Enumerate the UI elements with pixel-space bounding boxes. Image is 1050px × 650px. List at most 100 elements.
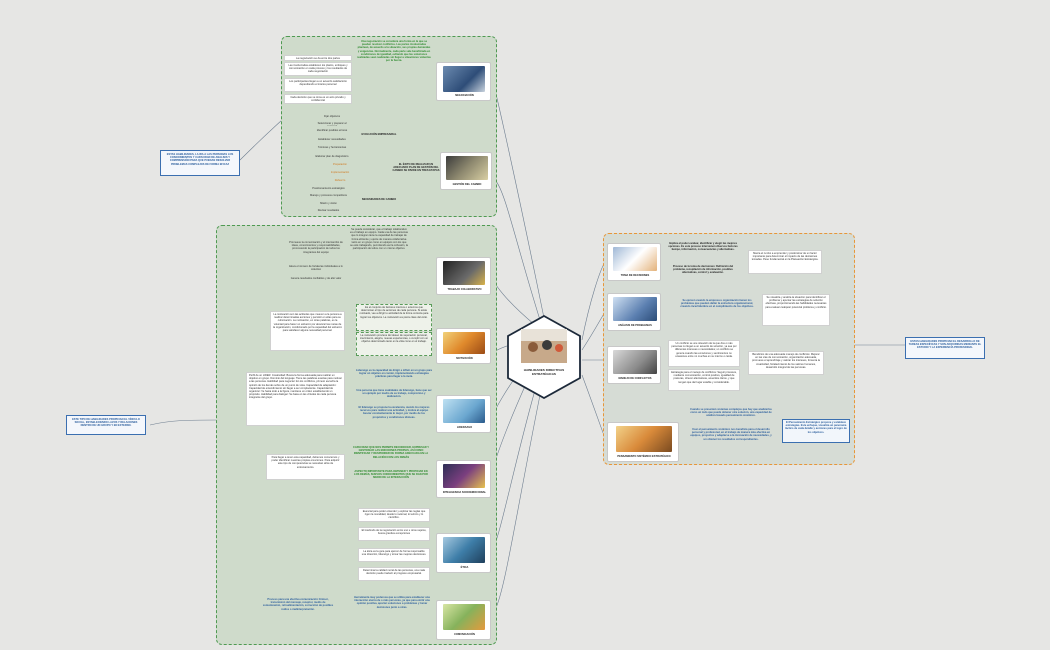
trabajo-label: TRABAJO COLABORATIVO — [447, 288, 482, 291]
etica-item-2: El trasfondo de la negociación entre uno… — [358, 527, 430, 541]
note-right: ESTAS HABILIDADES PROPICIAN EL DESARROLL… — [905, 337, 985, 359]
toma-sub: Proceso de la toma de decisiones: Defini… — [672, 265, 734, 275]
center-title: HABILIDADES DIRECTIVAS ESTRATÉGICAS — [523, 368, 565, 376]
manejo-sub: Estrategia para el manejo de conflictos:… — [668, 369, 740, 391]
evolucion-item-4: Establecer necesidades — [318, 138, 346, 141]
necesidades-label: NECESIDADES DE CAMBIO — [361, 198, 397, 201]
negociacion-item-1: La negociación se da entre dos partes — [284, 55, 352, 61]
gestion-card[interactable]: GESTIÓN DEL CAMBIO — [440, 152, 492, 190]
pensamiento-sub: Usar el pensamiento sistémico nos benefi… — [690, 428, 772, 441]
link-negociacion — [494, 89, 545, 319]
analisis-label: ANÁLISIS DE PROBLEMAS — [618, 324, 652, 327]
comunicacion-label: COMUNICACIÓN — [454, 633, 475, 636]
motivacion-point-2: La motivación proviene del deseo de supe… — [356, 332, 432, 356]
pensamiento-note: El Pensamiento Estratégico propone y est… — [782, 419, 850, 443]
evolucion-item-3: Identificar posibles errores — [316, 129, 348, 132]
necesidades-item-3: Misión y visión — [320, 202, 337, 205]
inteligencia-label: INTELIGENCIA SOCIOEMOCIONAL — [442, 491, 487, 494]
link-top-note — [239, 119, 283, 161]
toma-note: Marca el rumbo a emprender y predominar … — [748, 250, 822, 274]
gestion-label: GESTIÓN DEL CAMBIO — [452, 183, 482, 186]
toma-definition: Implica el poder evaluar, identificar y … — [668, 242, 738, 252]
motivacion-image — [443, 332, 485, 354]
motivacion-left-text: La motivación son las actitudes que muev… — [270, 311, 345, 351]
negociacion-item-4: Cada decisión que se toma es un acto pri… — [284, 94, 352, 104]
etapa-3: Refuerzo — [334, 179, 346, 182]
analisis-definition: Se ejercen cuando la empresa u organizac… — [680, 299, 754, 309]
pensamiento-label: PENSAMIENTO SISTÉMICO ESTRATÉGICO — [617, 455, 671, 458]
pensamiento-card[interactable]: PENSAMIENTO SISTÉMICO ESTRATÉGICO — [607, 422, 679, 462]
trabajo-item-1: Promueve la comunicación y el intercambi… — [289, 241, 343, 254]
trabajo-item-2: Eleva el número de fortalezas individual… — [289, 265, 343, 272]
toma-label: TOMA DE DECISIONES — [620, 274, 650, 277]
etica-item-3: La ética es la guía para ejercer de form… — [358, 548, 430, 562]
manejo-definition: Un conflicto se une situación de la que … — [668, 340, 740, 367]
etica-label: ÉTICA — [460, 566, 469, 569]
liderazgo-point-2: Una persona que tiene cualidades de lide… — [356, 389, 432, 399]
etica-card[interactable]: ÉTICA — [436, 533, 491, 573]
motivacion-point-1: Es el conjunto de factores internos o ex… — [356, 304, 432, 331]
link-toma — [581, 261, 606, 341]
negociacion-definition: Una negociación se considera una forma e… — [357, 40, 431, 63]
etica-item-1: Esencial para poder entender y explicar … — [358, 508, 430, 522]
analisis-card[interactable]: ANÁLISIS DE PROBLEMAS — [607, 293, 661, 331]
etapa-1: Preparación — [333, 163, 347, 166]
etapa-2: Implementación — [330, 171, 350, 174]
liderazgo-left-text: Perfil de un LIDER. Creatividad: Busca l… — [246, 372, 345, 426]
liderazgo-point-3: El liderazgo se propone la excelencia, s… — [358, 406, 430, 419]
center-hexagon[interactable] — [507, 315, 581, 399]
manejo-note: Beneficios de una adecuada manejo de con… — [748, 351, 824, 375]
note-top-left: ESTAS HABILIDADES, LA IRA A LAS PERSONAS… — [160, 150, 240, 176]
inteligencia-card[interactable]: INTELIGENCIA SOCIOEMOCIONAL — [436, 460, 491, 498]
manejo-card[interactable]: MANEJO DE CONFLICTOS — [607, 346, 661, 384]
negociacion-label: NEGOCIACIÓN — [455, 94, 474, 97]
liderazgo-card[interactable]: LIDERAZGO — [436, 395, 491, 433]
etica-item-4: Determina la calidad moral de las person… — [358, 567, 430, 581]
link-analisis — [581, 311, 606, 351]
manejo-image — [613, 350, 657, 374]
pensamiento-image — [616, 426, 672, 452]
evolucion-item-1: Fijar objetivos — [323, 115, 340, 118]
negociacion-item-3: Los participantes llegan a un acuerdo sa… — [284, 78, 352, 92]
comunicacion-left-text: Proceso para una efectiva comunicación: … — [262, 598, 334, 611]
link-gestion — [494, 179, 541, 321]
evolucion-label: EVOLUCIÓN EMPRESARIAL — [361, 133, 397, 136]
necesidades-item-4: Revisar resultados — [317, 209, 340, 212]
comunicacion-card[interactable]: COMUNICACIÓN — [436, 600, 491, 640]
negociacion-image — [443, 66, 485, 92]
inteligencia-point-2: ASPECTO IMPORTANTE PARA OBTENER Y PROPIC… — [354, 470, 428, 480]
evolucion-item-5: Técnicas y herramientas — [317, 146, 347, 149]
note-bottom-left: ESTE TIPO DE HABILIDADES PROPICIAN EL VÍ… — [66, 415, 146, 435]
liderazgo-label: LIDERAZGO — [456, 426, 473, 429]
trabajo-image — [443, 261, 485, 285]
evolucion-item-2: Seleccionar y preparar al personal — [317, 122, 347, 126]
trabajo-item-3: Genera resultados confiables y de alto v… — [290, 277, 342, 280]
toma-card[interactable]: TOMA DE DECISIONES — [607, 243, 661, 281]
link-pensamiento — [581, 374, 606, 439]
analisis-note: Se visualiza y analiza la situación para… — [762, 294, 830, 326]
link-bottom-note — [149, 419, 219, 426]
etica-image — [443, 537, 485, 563]
evolucion-item-6: Elaborar plan de diagnóstico — [315, 155, 349, 158]
manejo-label: MANEJO DE CONFLICTOS — [618, 377, 652, 380]
inteligencia-point-1: CAPACIDAD QUE NOS PERMITE RECONOCER, EXP… — [353, 446, 429, 459]
panel-bottom — [216, 225, 497, 645]
comunicacion-image — [443, 604, 485, 630]
negociacion-card[interactable]: NEGOCIACIÓN — [436, 62, 491, 101]
link-comunicacion — [494, 394, 541, 611]
comunicacion-definition: Herramienta muy poderosa que se utiliza … — [354, 596, 430, 609]
inteligencia-image — [443, 464, 485, 488]
gestion-image — [446, 156, 488, 180]
gestion-definition: EL ÉXITO DE REALIZAR UN ADECUADO PLAN DE… — [392, 163, 440, 173]
liderazgo-image — [443, 399, 485, 423]
motivacion-card[interactable]: MOTIVACIÓN — [436, 328, 491, 364]
trabajo-definition: Se puede considerar, que el trabajo cola… — [350, 228, 408, 251]
negociacion-item-2: Las involucradas establecen los plazos, … — [284, 62, 352, 76]
pensamiento-definition: Cuando se presenten sistemas complejos q… — [690, 408, 772, 418]
necesidades-item-1: Posicionamiento estratégico — [312, 187, 345, 190]
liderazgo-point-1: Liderazgo es la capacidad de dirigir e i… — [356, 369, 432, 379]
trabajo-card[interactable]: TRABAJO COLABORATIVO — [436, 257, 491, 295]
analisis-image — [613, 297, 657, 321]
toma-image — [613, 247, 657, 271]
inteligencia-left-text: Para llegar a tener esta capacidad, debe… — [266, 454, 345, 480]
